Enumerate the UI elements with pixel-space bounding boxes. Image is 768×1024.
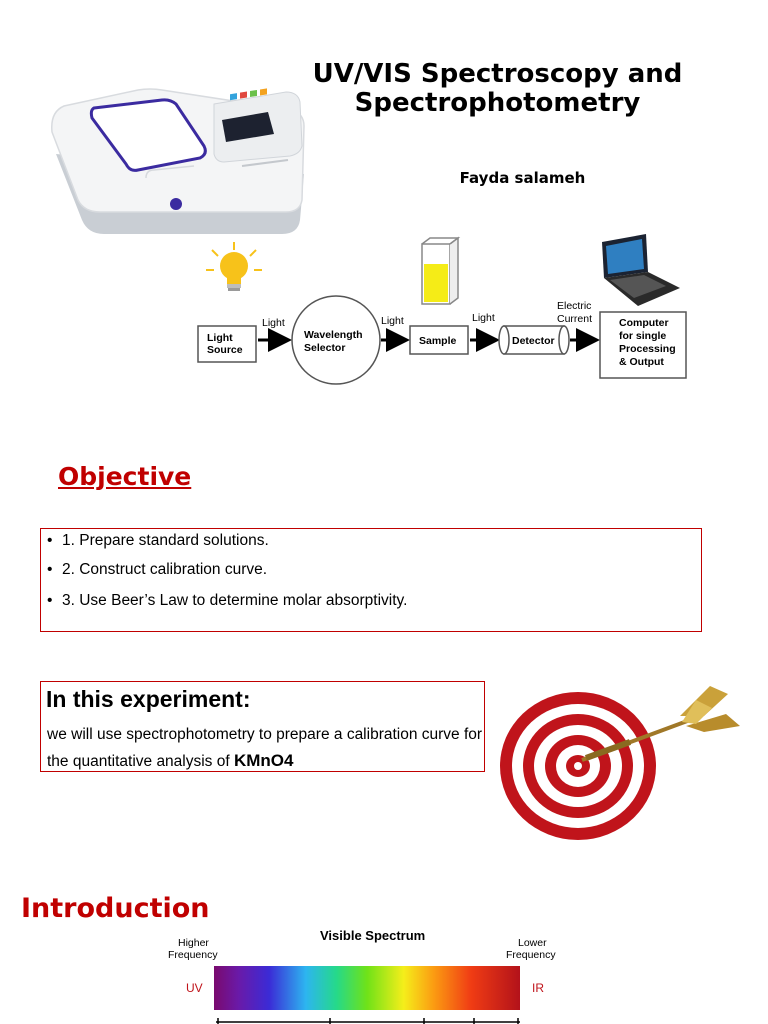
experiment-box: In this experiment: we will use spectrop… (40, 681, 485, 772)
objective-item: • 1. Prepare standard solutions. (47, 532, 269, 550)
uv-label: UV (186, 981, 203, 995)
laptop-icon (602, 234, 680, 306)
detector-shape (498, 325, 570, 355)
objective-heading: Objective (58, 462, 192, 491)
wavelength-selector-circle (291, 295, 381, 385)
spectrum-higher-label-1: Higher (178, 937, 209, 949)
wavelength-selector-label-1: Wavelength (304, 329, 363, 341)
objective-item: • 3. Use Beer’s Law to determine molar ab… (47, 592, 407, 610)
ir-label: IR (532, 981, 544, 995)
spectrum-lower-label-2: Frequency (506, 949, 556, 961)
electric-current-label-2: Current (557, 313, 592, 325)
sample-box (409, 325, 469, 355)
bullet: • (47, 532, 53, 549)
author-name: Fayda salameh (459, 169, 586, 187)
experiment-heading: In this experiment: (46, 686, 251, 712)
spectrum-title: Visible Spectrum (320, 928, 425, 943)
objective-item-text: 1. Prepare standard solutions. (62, 532, 269, 549)
spectrophotometer-block-diagram: Light Source Light Wavelength Selector L… (197, 234, 687, 385)
sample-label: Sample (419, 335, 457, 347)
light-source-label-1: Light (207, 332, 233, 344)
spectrum-bar (214, 966, 520, 1010)
bullet: • (47, 561, 53, 578)
spectrum-scale (216, 1018, 520, 1024)
experiment-text: we will use spectrophotometry to prepare… (47, 722, 483, 775)
detector-label: Detector (512, 335, 555, 347)
light-source-label-2: Source (207, 344, 243, 356)
page-title: UV/VIS Spectroscopy and Spectrophotometr… (312, 59, 683, 118)
spectrum-lower-label-1: Lower (518, 937, 547, 949)
light-label-2: Light (381, 315, 404, 327)
computer-label-3: Processing (619, 343, 676, 355)
objective-item-text: 3. Use Beer’s Law to determine molar abs… (62, 592, 408, 609)
electric-current-label-1: Electric (557, 300, 591, 312)
introduction-heading: Introduction (21, 893, 210, 924)
computer-label-4: & Output (619, 356, 664, 368)
light-label-1: Light (262, 317, 285, 329)
objective-item: • 2. Construct calibration curve. (47, 561, 267, 579)
light-label-3: Light (472, 312, 495, 324)
computer-label-2: for single (619, 330, 666, 342)
objective-item-text: 2. Construct calibration curve. (62, 561, 268, 578)
spectrophotometer-image (51, 88, 305, 234)
light-source-box (197, 325, 257, 363)
target-dart-image (500, 686, 740, 840)
computer-label-1: Computer (619, 317, 669, 329)
computer-box (599, 311, 687, 379)
wavelength-selector-label-2: Selector (304, 342, 345, 354)
light-bulb-icon (206, 242, 262, 291)
bullet: • (47, 592, 53, 609)
cuvette-icon (421, 236, 461, 305)
experiment-description: we will use spectrophotometry to prepare… (47, 726, 483, 770)
experiment-compound: KMnO4 (233, 751, 294, 770)
spectrum-higher-label-2: Frequency (168, 949, 218, 961)
visible-spectrum-figure: Visible Spectrum Higher Frequency Lower … (168, 928, 556, 1024)
dart-icon (581, 686, 740, 762)
objective-box: • 1. Prepare standard solutions. • 2. Cons… (40, 528, 702, 632)
